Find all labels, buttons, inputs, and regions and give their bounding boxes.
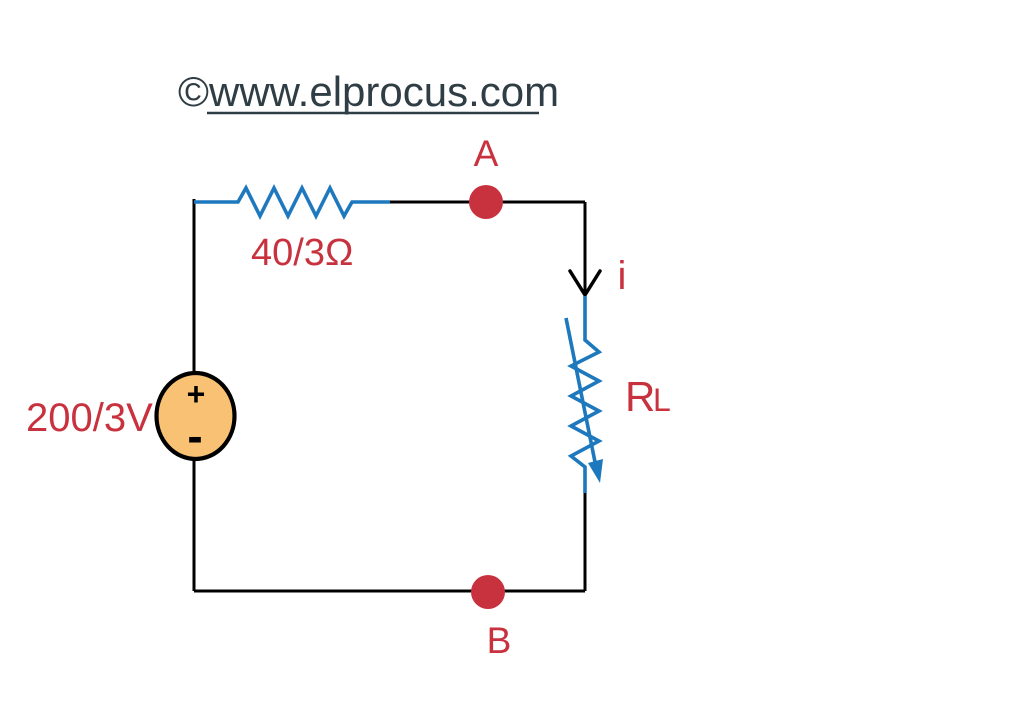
- series-resistor: [194, 183, 390, 221]
- node-a-label: A: [474, 133, 499, 174]
- watermark-copyright-symbol: ©: [178, 68, 209, 115]
- voltage-source-body: [154, 370, 237, 462]
- load-resistor-arrow-head: [588, 459, 603, 483]
- voltage-source-minus-sign: -: [187, 410, 202, 462]
- load-resistor-label: R: [625, 373, 655, 420]
- watermark-site-text: www.elprocus.com: [208, 68, 559, 115]
- current-label: i: [618, 254, 627, 298]
- load-resistor-label-subscript: L: [653, 382, 671, 418]
- series-resistor-label: 40/3Ω: [251, 232, 353, 274]
- current-arrow-head: [568, 269, 602, 299]
- load-resistor-arrow-shaft: [564, 317, 597, 463]
- voltage-source-plus-sign: +: [187, 376, 206, 412]
- node-a-dot: [469, 185, 503, 219]
- node-b-dot: [471, 575, 505, 609]
- voltage-source-label: 200/3V: [26, 396, 153, 440]
- node-b-label: B: [487, 620, 512, 661]
